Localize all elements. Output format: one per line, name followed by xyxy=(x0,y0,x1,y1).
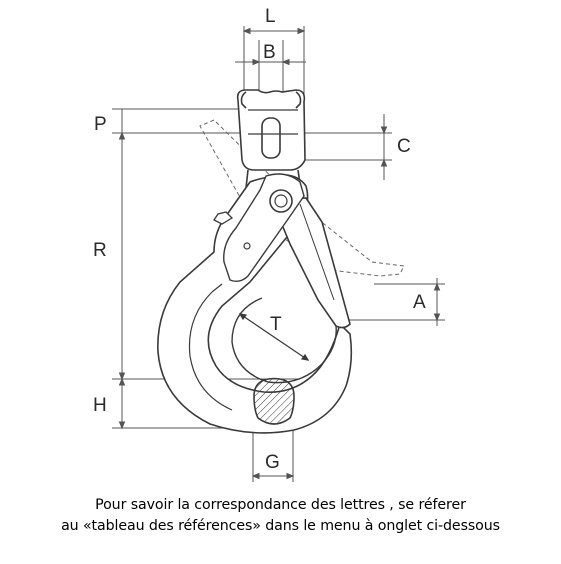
label-l: L xyxy=(265,6,276,27)
dimension-l xyxy=(242,26,306,100)
label-r: R xyxy=(93,240,107,261)
label-c: C xyxy=(397,136,411,157)
label-p: P xyxy=(94,114,107,135)
caption-line-1: Pour savoir la correspondance des lettre… xyxy=(95,497,466,513)
dimension-a xyxy=(336,278,445,326)
trigger xyxy=(213,211,234,225)
latch-open-dashed xyxy=(199,119,405,277)
label-t: T xyxy=(270,314,282,335)
label-h: H xyxy=(93,395,107,416)
cross-section xyxy=(253,377,295,425)
dimension-g xyxy=(251,410,295,482)
dimension-t xyxy=(238,313,310,361)
label-b: B xyxy=(263,42,276,63)
hook-body xyxy=(157,89,353,434)
dimension-c xyxy=(300,114,392,180)
label-g: G xyxy=(265,452,280,473)
latch xyxy=(275,197,351,329)
label-a: A xyxy=(413,292,426,313)
rivet xyxy=(243,242,251,250)
hook-technical-drawing: L B P C R H xyxy=(93,6,445,482)
caption-line-2: au «tableau des références» dans le menu… xyxy=(61,518,500,534)
